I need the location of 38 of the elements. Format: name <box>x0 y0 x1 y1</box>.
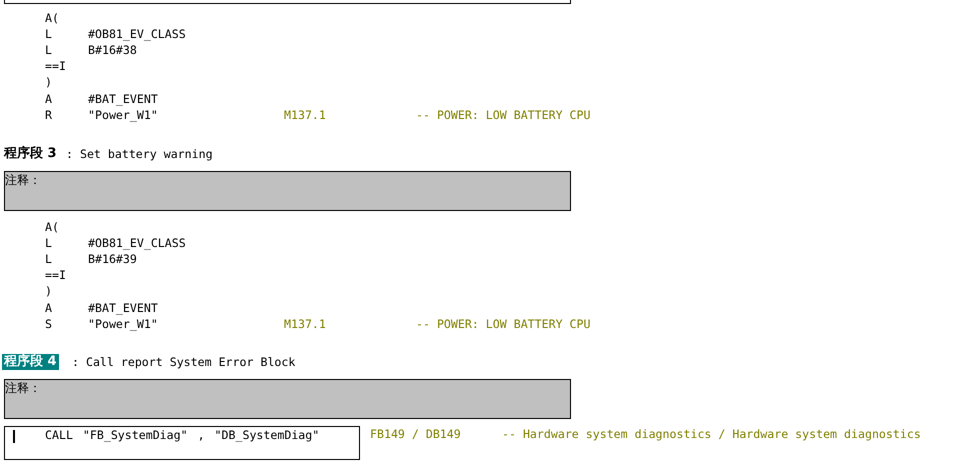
network-title: : Set battery warning <box>66 146 213 162</box>
address-text: M137.1 <box>284 106 326 123</box>
operand-text: B#16#39 <box>88 251 137 268</box>
comment-text: -- POWER: LOW BATTERY CPU <box>416 316 591 332</box>
address-text: M137.1 <box>284 316 326 332</box>
operand-text: #OB81_EV_CLASS <box>88 235 186 252</box>
address-text: FB149 / DB149 <box>370 426 461 442</box>
comment-text: -- Hardware system diagnostics / Hardware system diagnostics <box>502 426 921 442</box>
network-title: : Call report System Error Block <box>72 354 296 370</box>
network-heading: 程序段 3 <box>4 146 57 162</box>
instruction-text: ) <box>45 283 52 300</box>
comment-label: 注释： <box>5 380 41 396</box>
operand-text: #BAT_EVENT <box>88 90 158 106</box>
comment-box <box>4 171 571 211</box>
instruction-text: L <box>45 235 52 252</box>
comment-label: 注释： <box>5 172 41 188</box>
comment-text: -- POWER: LOW BATTERY CPU <box>416 106 591 123</box>
instruction-text: L <box>45 42 52 58</box>
instruction-text: L <box>45 26 52 42</box>
instruction-text: L <box>45 251 52 268</box>
instruction-text: ==I <box>45 58 66 74</box>
instruction-text: R <box>45 106 52 123</box>
instruction-text: A <box>45 300 52 316</box>
operand-text: #BAT_EVENT <box>88 300 158 316</box>
comment-box <box>4 379 571 419</box>
operand-text: "Power_W1" <box>88 316 158 332</box>
instruction-text: S <box>45 316 52 332</box>
instruction-text: ) <box>45 74 52 90</box>
instruction-text: A <box>45 90 52 106</box>
operand-text: "Power_W1" <box>88 106 158 123</box>
operand-text: #OB81_EV_CLASS <box>88 26 186 42</box>
code-line: CALL "FB_SystemDiag" , "DB_SystemDiag" <box>45 427 320 443</box>
operand-text: B#16#38 <box>88 42 137 58</box>
instruction-text: ==I <box>45 267 66 284</box>
instruction-text: A( <box>45 10 59 26</box>
code-box <box>4 426 360 460</box>
network-heading: 程序段 4 <box>2 354 59 370</box>
instruction-text: A( <box>45 219 59 235</box>
